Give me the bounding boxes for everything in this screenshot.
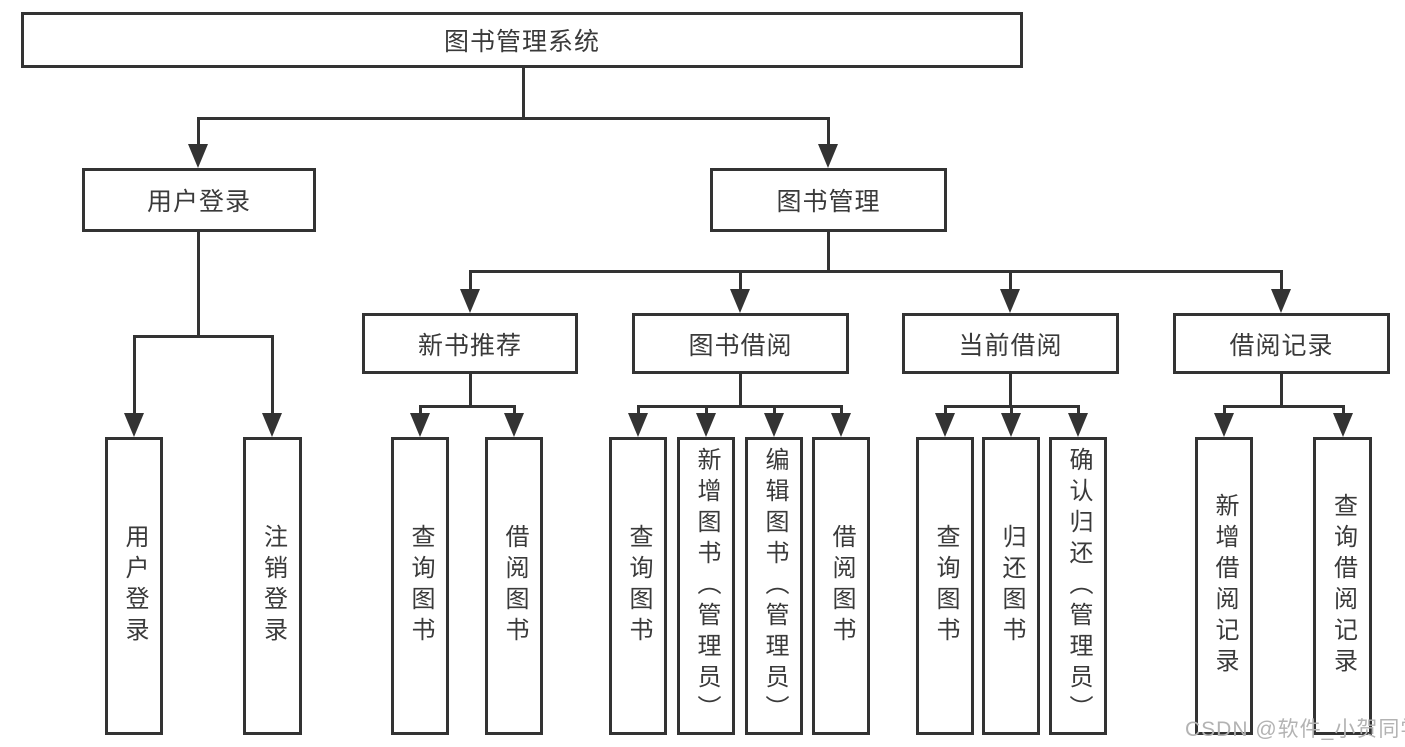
connector-line (1279, 271, 1283, 293)
arrowhead-icon (1001, 413, 1021, 437)
node-label-root: 图书管理系统 (443, 28, 600, 56)
node-label-leaf-return-books: 归还图书 (998, 524, 1025, 648)
connector-line (468, 374, 472, 406)
node-label-leaf-edit-books-admin: 编辑图书（管理员） (761, 446, 788, 726)
node-label-current-borrowing: 当前借阅 (958, 331, 1063, 360)
node-label-leaf-borrow-books-1: 借阅图书 (501, 524, 528, 648)
node-label-leaf-user-login: 用户登录 (121, 524, 148, 648)
arrowhead-icon (460, 289, 480, 313)
arrowhead-icon (935, 413, 955, 437)
connector-line (1008, 271, 1012, 293)
connector-line (839, 406, 843, 417)
connector-line (468, 269, 1283, 273)
node-label-leaf-borrow-books-2: 借阅图书 (828, 524, 855, 648)
node-leaf-query-books-1: 查询图书 (391, 437, 449, 735)
node-leaf-query-borrow-record: 查询借阅记录 (1313, 437, 1372, 735)
node-label-book-borrowing: 图书借阅 (688, 331, 793, 360)
connector-line (196, 232, 200, 336)
connector-line (772, 406, 776, 417)
arrowhead-icon (1271, 289, 1291, 313)
connector-line (1009, 406, 1013, 417)
arrowhead-icon (504, 413, 524, 437)
node-book-borrowing: 图书借阅 (632, 313, 849, 374)
connector-line (1222, 406, 1226, 417)
arrowhead-icon (1000, 289, 1020, 313)
connector-line (826, 232, 830, 271)
node-label-leaf-add-books-admin: 新增图书（管理员） (693, 446, 720, 726)
connector-line (418, 406, 422, 417)
connector-line (636, 404, 843, 408)
arrowhead-icon (696, 413, 716, 437)
connector-line (270, 336, 274, 417)
node-label-user-login: 用户登录 (146, 188, 251, 216)
arrowhead-icon (1214, 413, 1234, 437)
node-leaf-logout: 注销登录 (243, 437, 302, 735)
node-label-leaf-confirm-return-admin: 确认归还（管理员） (1065, 446, 1092, 726)
arrowhead-icon (818, 144, 838, 168)
node-label-new-book-recommendation: 新书推荐 (417, 331, 522, 360)
connector-line (1008, 374, 1012, 406)
connector-line (521, 68, 525, 118)
node-label-leaf-query-books-3: 查询图书 (932, 524, 959, 648)
arrowhead-icon (730, 289, 750, 313)
arrowhead-icon (262, 413, 282, 437)
connector-line (196, 116, 830, 120)
node-leaf-query-books-3: 查询图书 (916, 437, 974, 735)
node-leaf-borrow-books-2: 借阅图书 (812, 437, 870, 735)
connector-line (1279, 374, 1283, 406)
connector-line (468, 271, 472, 293)
connector-line (738, 374, 742, 406)
node-user-login: 用户登录 (82, 168, 316, 232)
arrowhead-icon (764, 413, 784, 437)
node-label-book-management: 图书管理 (776, 188, 881, 216)
arrowhead-icon (1333, 413, 1353, 437)
arrowhead-icon (628, 413, 648, 437)
arrowhead-icon (831, 413, 851, 437)
connector-line (1222, 404, 1345, 408)
connector-line (1341, 406, 1345, 417)
connector-line (738, 271, 742, 293)
node-root: 图书管理系统 (21, 12, 1023, 68)
arrowhead-icon (124, 413, 144, 437)
node-leaf-add-books-admin: 新增图书（管理员） (677, 437, 735, 735)
csdn-watermark: CSDN @软件_小贺同学 (1185, 718, 1405, 741)
connector-line (943, 406, 947, 417)
arrowhead-icon (1068, 413, 1088, 437)
node-label-borrowing-records: 借阅记录 (1229, 331, 1334, 360)
node-label-leaf-query-books-1: 查询图书 (407, 524, 434, 648)
node-book-management: 图书管理 (710, 168, 947, 232)
node-leaf-return-books: 归还图书 (982, 437, 1040, 735)
arrowhead-icon (410, 413, 430, 437)
node-label-leaf-add-borrow-record: 新增借阅记录 (1211, 493, 1238, 679)
node-leaf-confirm-return-admin: 确认归还（管理员） (1049, 437, 1107, 735)
node-leaf-edit-books-admin: 编辑图书（管理员） (745, 437, 803, 735)
connector-line (512, 406, 516, 417)
node-label-leaf-query-books-2: 查询图书 (625, 524, 652, 648)
connector-line (704, 406, 708, 417)
node-label-leaf-query-borrow-record: 查询借阅记录 (1329, 493, 1357, 679)
node-leaf-query-books-2: 查询图书 (609, 437, 667, 735)
node-current-borrowing: 当前借阅 (902, 313, 1119, 374)
connector-line (826, 118, 830, 148)
node-leaf-add-borrow-record: 新增借阅记录 (1195, 437, 1253, 735)
node-leaf-borrow-books-1: 借阅图书 (485, 437, 543, 735)
node-borrowing-records: 借阅记录 (1173, 313, 1390, 374)
connector-line (132, 336, 136, 417)
node-new-book-recommendation: 新书推荐 (362, 313, 578, 374)
connector-line (132, 334, 274, 338)
connector-line (418, 404, 516, 408)
connector-line (196, 118, 200, 148)
connector-line (1076, 406, 1080, 417)
node-leaf-user-login: 用户登录 (105, 437, 163, 735)
node-label-leaf-logout: 注销登录 (259, 524, 287, 648)
connector-line (636, 406, 640, 417)
arrowhead-icon (188, 144, 208, 168)
